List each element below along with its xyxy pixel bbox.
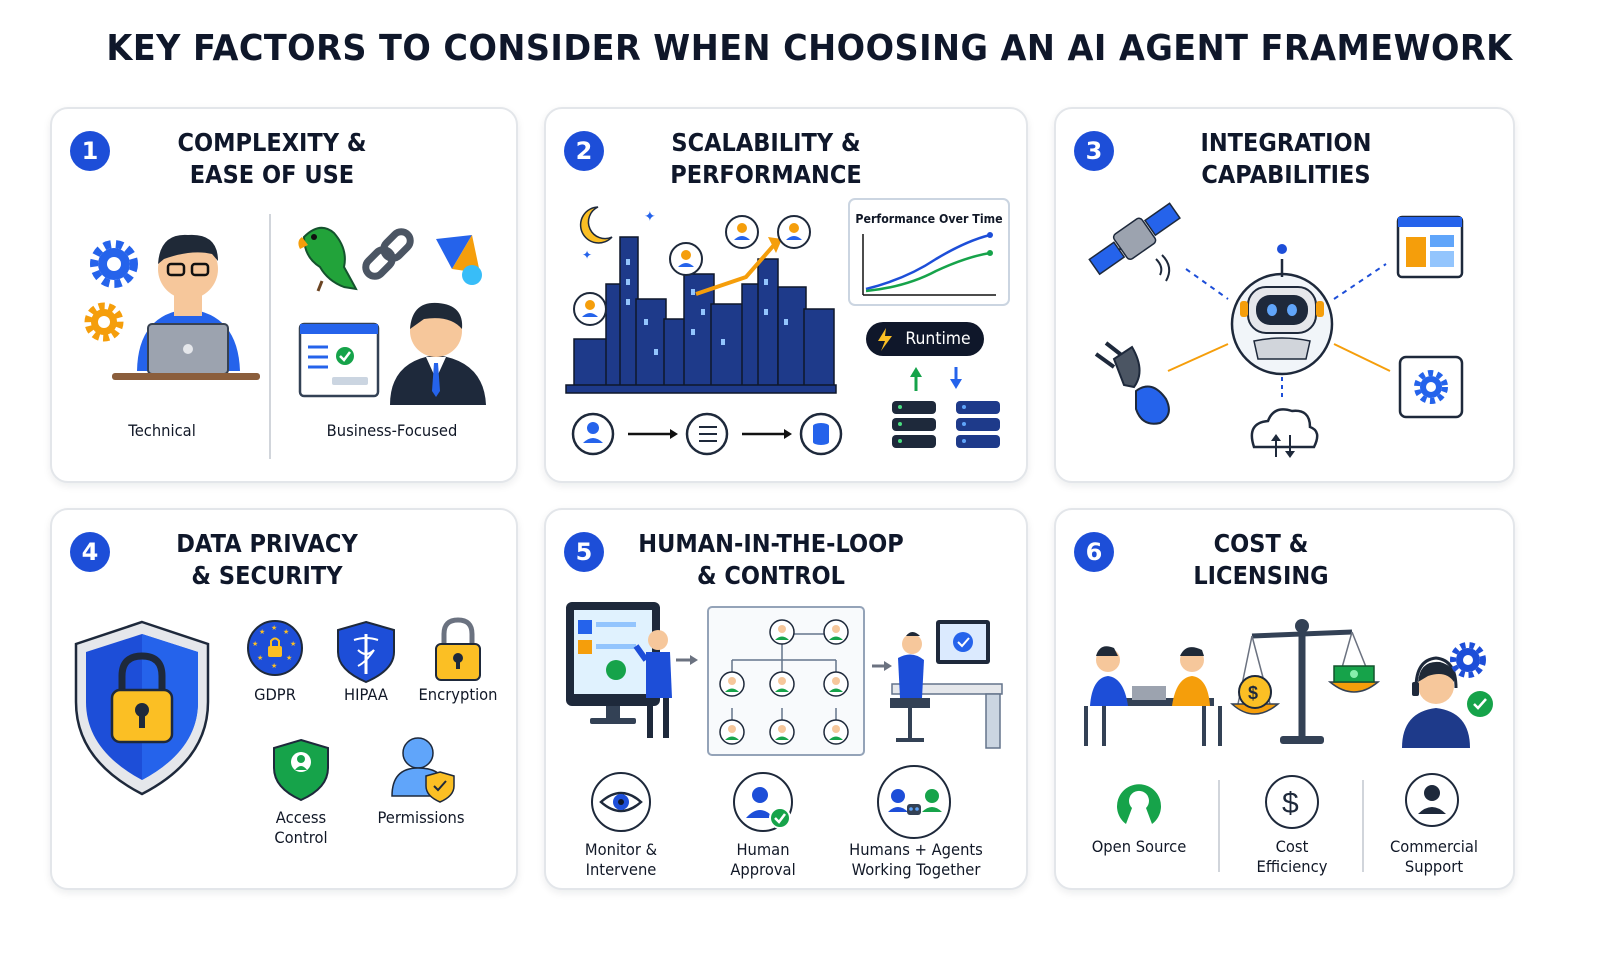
card-title: HUMAN-IN-THE-LOOP& CONTROL — [638, 529, 904, 590]
card-title: DATA PRIVACY& SECURITY — [176, 529, 358, 590]
businessman-icon — [390, 302, 486, 405]
card-number-badge: 2 — [564, 131, 604, 171]
svg-text:$: $ — [1248, 683, 1258, 703]
eye-icon — [591, 772, 651, 832]
card-scalability-illustration: ✦ ✦ — [565, 198, 1010, 456]
card-title: COST &LICENSING — [1193, 529, 1329, 590]
chain-link-icon — [362, 228, 414, 280]
card-complexity-illustration — [84, 214, 486, 459]
parrot-icon — [298, 226, 358, 292]
gear-icon — [90, 240, 138, 288]
database-icon — [799, 412, 843, 456]
robot-icon — [1230, 244, 1334, 376]
dollar-icon: $ — [1265, 775, 1319, 829]
card-complexity: 1 COMPLEXITY &EASE OF USE — [50, 107, 518, 483]
card-title: SCALABILITY &PERFORMANCE — [670, 128, 862, 189]
developer-icon — [112, 234, 260, 380]
lightning-icon — [878, 328, 892, 351]
card-privacy-illustration: ★★★ ★★★ ★★ — [74, 617, 481, 803]
page-title: KEY FACTORS TO CONSIDER WHEN CHOOSING AN… — [106, 28, 1513, 69]
medical-shield-icon — [337, 620, 395, 684]
gear-icon — [84, 302, 124, 342]
monitor-icon — [566, 602, 660, 724]
org-chart — [707, 606, 865, 756]
user-icon — [571, 412, 615, 456]
card-number-badge: 6 — [1074, 532, 1114, 572]
runtime-label: Runtime — [905, 329, 971, 349]
person-icon — [633, 630, 672, 738]
label-open-source: Open Source — [1091, 837, 1187, 856]
card-cost-licensing: 6 COST &LICENSING — [1054, 508, 1515, 890]
card-privacy: 4 DATA PRIVACY& SECURITY ★★★ ★★★ ★★ — [50, 508, 518, 890]
svg-text:$: $ — [1282, 787, 1299, 820]
eu-badge-icon: ★★★ ★★★ ★★ — [247, 620, 303, 676]
card-title: COMPLEXITY &EASE OF USE — [177, 128, 367, 189]
window-icon — [1396, 215, 1464, 279]
workstation-icon — [890, 620, 1003, 749]
open-source-icon — [1117, 784, 1161, 824]
autogen-icon — [436, 235, 482, 285]
satellite-icon — [1088, 202, 1181, 276]
city-icon — [565, 236, 837, 394]
svg-text:★: ★ — [257, 654, 263, 662]
label-gdpr: GDPR — [254, 685, 296, 704]
svg-text:★: ★ — [290, 640, 296, 648]
label-hipaa: HIPAA — [344, 685, 388, 704]
list-icon — [685, 412, 729, 456]
label-permissions: Permissions — [377, 808, 465, 827]
chart-title: Performance Over Time — [855, 212, 1003, 226]
meeting-icon — [1084, 646, 1222, 746]
scale-icon: $ — [1230, 619, 1381, 744]
svg-text:★: ★ — [259, 628, 265, 636]
database-icon — [892, 401, 1000, 448]
card-number-badge: 5 — [564, 532, 604, 572]
svg-text:✦: ✦ — [582, 248, 592, 262]
team-icon — [877, 765, 951, 839]
card-human-loop-illustration — [566, 602, 1003, 839]
svg-text:★: ★ — [271, 624, 277, 632]
label-monitor-intervene: Monitor &Intervene — [584, 840, 658, 879]
svg-text:✦: ✦ — [644, 208, 656, 224]
padlock-icon — [435, 617, 481, 681]
card-scalability: 2 SCALABILITY &PERFORMANCE ✦ ✦ — [544, 107, 1028, 483]
label-business-focused: Business-Focused — [326, 421, 458, 440]
label-encryption: Encryption — [418, 685, 498, 704]
headset-icon — [1402, 642, 1493, 748]
plug-icon — [1094, 341, 1170, 425]
moon-icon — [579, 206, 613, 244]
card-number-badge: 3 — [1074, 131, 1114, 171]
runtime-pill — [866, 322, 984, 356]
label-technical: Technical — [128, 421, 196, 440]
performance-chart — [848, 198, 1010, 306]
svg-text:★: ★ — [252, 640, 258, 648]
gear-icon — [1398, 355, 1464, 419]
dashboard-icon — [298, 322, 380, 398]
svg-text:★: ★ — [286, 654, 292, 662]
card-human-in-loop: 5 HUMAN-IN-THE-LOOP& CONTROL — [544, 508, 1028, 890]
shield-user-icon — [273, 738, 329, 802]
user-shield-icon — [391, 737, 455, 803]
approval-icon — [733, 772, 793, 832]
svg-text:★: ★ — [271, 662, 277, 670]
card-number-badge: 1 — [70, 131, 110, 171]
cloud-sync-icon — [1250, 408, 1319, 458]
shield-lock-icon — [74, 620, 210, 796]
card-number-badge: 4 — [70, 532, 110, 572]
user-icon — [1405, 773, 1459, 827]
card-integration-illustration — [1088, 202, 1464, 458]
svg-text:★: ★ — [283, 628, 289, 636]
card-cost-illustration: $ $ — [1084, 619, 1493, 872]
